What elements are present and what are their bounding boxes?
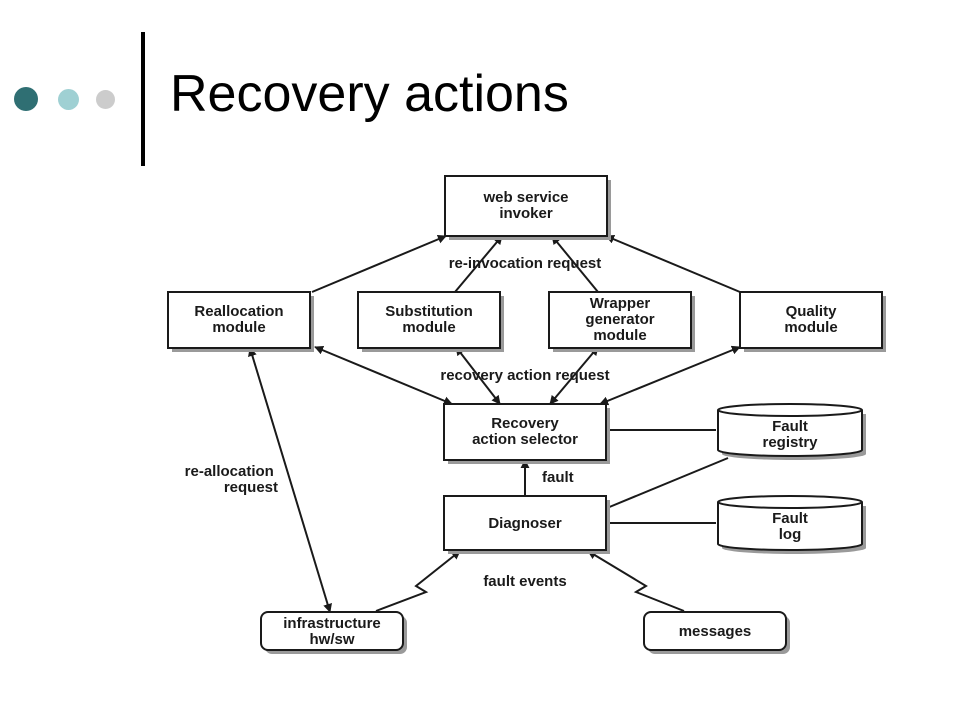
node-diagnoser: Diagnoser	[443, 495, 610, 554]
edge-messages-to-diagnoser	[587, 550, 685, 612]
svg-text:messages: messages	[679, 623, 752, 640]
label-recovery-action-request: recovery action request	[440, 367, 609, 384]
label-fault: fault	[542, 469, 574, 486]
edge-quality-to-invoker	[605, 234, 741, 293]
label-fault-events: fault events	[483, 573, 566, 590]
edge-substitution-selector	[455, 346, 501, 405]
slide-title: Recovery actions	[170, 65, 569, 123]
bullet-dot-gray	[96, 90, 115, 109]
label-reinvocation-request: re-invocation request	[449, 255, 602, 272]
edge-wrapper-selector	[549, 346, 599, 405]
edge-quality-selector	[599, 345, 741, 406]
edge-substitution-to-invoker	[454, 235, 503, 293]
edge-wrapper-to-invoker	[551, 235, 599, 293]
edge-reallocation-selector	[314, 345, 453, 406]
edge-reallocation-to-invoker	[311, 234, 447, 293]
node-messages: messages	[643, 611, 790, 654]
bullet-dot-light	[58, 89, 79, 110]
edge-diagnoser-fault-registry	[606, 457, 729, 509]
title-divider	[141, 32, 145, 166]
svg-text:Diagnoser: Diagnoser	[488, 515, 562, 532]
label-reallocation-request: re-allocation request	[185, 463, 278, 496]
bullet-dot-dark	[14, 87, 38, 111]
edge-infrastructure-to-diagnoser	[375, 550, 461, 612]
edge-reallocation-infrastructure	[248, 347, 332, 613]
